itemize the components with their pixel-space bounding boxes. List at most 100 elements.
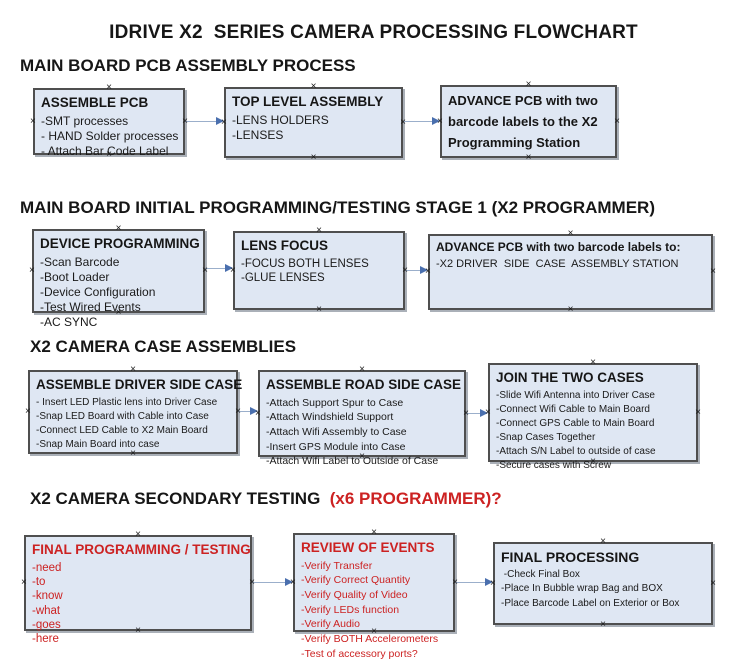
arrowhead-icon	[216, 117, 224, 125]
box-title: ASSEMBLE ROAD SIDE CASE	[266, 377, 462, 392]
anchor-x-icon	[600, 620, 606, 630]
box-title: ASSEMBLE PCB	[41, 95, 149, 110]
box-items: -Check Final Box -Place In Bubble wrap Ba…	[501, 568, 705, 611]
box-item: -SMT processes	[41, 113, 129, 128]
anchor-x-icon	[600, 537, 606, 547]
section-heading-text: MAIN BOARD INITIAL PROGRAMMING/TESTING S…	[20, 198, 655, 217]
box-item: -FOCUS BOTH LENSES	[241, 257, 369, 270]
box-item: -Verify Correct Quantity	[301, 574, 411, 587]
box-title: FINAL PROGRAMMING / TESTING	[32, 542, 251, 557]
connector-arrow	[466, 409, 488, 418]
flow-box-top-level-assembly[interactable]: TOP LEVEL ASSEMBLY -LENS HOLDERS-LENSES	[224, 87, 403, 158]
anchor-x-icon	[311, 153, 317, 163]
box-item: -know	[32, 590, 63, 603]
connector-arrow	[455, 578, 493, 587]
box-items: -need-to-know-what-goes-here	[32, 561, 244, 647]
box-item: -Insert GPS Module into Case	[266, 440, 406, 453]
box-item: -Test Wired Events	[40, 299, 141, 314]
anchor-x-icon	[21, 578, 27, 588]
flow-box-lens-focus[interactable]: LENS FOCUS -FOCUS BOTH LENSES-GLUE LENSE…	[233, 231, 405, 310]
box-item: -goes	[32, 619, 61, 632]
anchor-x-icon	[526, 80, 532, 90]
anchor-x-icon	[106, 83, 112, 93]
box-item: -Connect LED Cable to X2 Main Board	[36, 424, 208, 436]
box-items: - Insert LED Plastic lens into Driver Ca…	[36, 396, 230, 453]
box-item: -Verify Quality of Video	[301, 588, 408, 601]
box-item: -Test of accessory ports?	[301, 647, 418, 660]
flow-box-assemble-road-side-case[interactable]: ASSEMBLE ROAD SIDE CASE -Attach Support …	[258, 370, 466, 467]
box-item: -Boot Loader	[40, 269, 110, 284]
anchor-x-icon	[359, 365, 365, 375]
flow-box-final-processing[interactable]: FINAL PROCESSING -Check Final Box -Place …	[493, 542, 713, 625]
box-items: -Attach Support Spur to Case -Attach Wind…	[266, 396, 458, 469]
section-heading-initial-programming: MAIN BOARD INITIAL PROGRAMMING/TESTING S…	[20, 198, 655, 218]
box-item: -Scan Barcode	[40, 254, 120, 269]
box-item: -Attach Wifi Label to Outside of Case	[266, 455, 439, 468]
box-item: -Attach Support Spur to Case	[266, 396, 404, 409]
anchor-x-icon	[25, 407, 31, 417]
anchor-x-icon	[710, 267, 716, 277]
box-items: -LENS HOLDERS-LENSES	[232, 113, 395, 143]
arrowhead-icon	[480, 409, 488, 417]
flow-box-review-of-events[interactable]: REVIEW OF EVENTS -Verify Transfer-Verify…	[293, 533, 455, 660]
box-item: -Place Barcode Label on Exterior or Box	[501, 597, 680, 609]
box-item: -Device Configuration	[40, 284, 156, 299]
box-item: -Secure cases with Screw	[496, 460, 612, 472]
section-heading-case-assemblies: X2 CAMERA CASE ASSEMBLIES	[30, 337, 296, 357]
anchor-x-icon	[371, 528, 377, 538]
arrowhead-icon	[285, 578, 293, 586]
arrowhead-icon	[250, 407, 258, 415]
box-item: -what	[32, 604, 61, 617]
box-item: -need	[32, 561, 62, 574]
flow-box-assemble-pcb[interactable]: ASSEMBLE PCB -SMT processes- HAND Solder…	[30, 88, 185, 158]
box-item: -AC SYNC	[40, 314, 98, 329]
box-item: -Snap LED Board with Cable into Case	[36, 410, 209, 422]
connector-arrow	[185, 117, 224, 126]
anchor-x-icon	[135, 530, 141, 540]
box-items: -SMT processes- HAND Solder processes- A…	[41, 113, 179, 159]
box-title: FINAL PROCESSING	[501, 549, 640, 565]
anchor-x-icon	[614, 117, 620, 127]
box-title: REVIEW OF EVENTS	[301, 540, 435, 555]
arrowhead-icon	[432, 117, 440, 125]
connector-arrow	[403, 117, 440, 126]
box-item: -Check Final Box	[501, 569, 580, 581]
anchor-x-icon	[590, 358, 596, 368]
box-item: -Connect GPS Cable to Main Board	[496, 417, 655, 429]
anchor-x-icon	[316, 305, 322, 315]
flow-box-join-the-two-cases[interactable]: JOIN THE TWO CASES -Slide Wifi Antenna i…	[488, 363, 698, 471]
connector-arrow	[405, 266, 428, 275]
box-items: -X2 DRIVER SIDE CASE ASSEMBLY STATION	[436, 258, 705, 272]
connector-arrow	[252, 578, 293, 587]
box-title: JOIN THE TWO CASES	[496, 370, 644, 385]
flow-box-device-programming[interactable]: DEVICE PROGRAMMING -Scan Barcode-Boot Lo…	[32, 229, 205, 329]
flow-box-advance-pcb-programming-station[interactable]: ADVANCE PCB with two barcode labels to t…	[440, 85, 617, 158]
anchor-x-icon	[116, 224, 122, 234]
anchor-x-icon	[568, 229, 574, 239]
arrowhead-icon	[420, 266, 428, 274]
box-items: -Scan Barcode-Boot Loader-Device Configu…	[40, 255, 197, 330]
box-item: - HAND Solder processes	[41, 128, 179, 143]
connector-arrow	[205, 264, 233, 273]
flow-box-final-programming-testing[interactable]: FINAL PROGRAMMING / TESTING -need-to-kno…	[21, 535, 252, 645]
box-item: -Place In Bubble wrap Bag and BOX	[501, 583, 663, 595]
box-title: ADVANCE PCB with two barcode labels to t…	[448, 93, 602, 150]
anchor-x-icon	[30, 117, 36, 127]
box-item: -GLUE LENSES	[241, 271, 325, 284]
flow-box-advance-pcb-driver-side-station[interactable]: ADVANCE PCB with two barcode labels to: …	[428, 234, 713, 310]
box-items: -Slide Wifi Antenna into Driver Case-Con…	[496, 389, 690, 474]
flow-box-assemble-driver-side-case[interactable]: ASSEMBLE DRIVER SIDE CASE - Insert LED P…	[25, 370, 242, 454]
box-item: -Attach Wifi Assembly to Case	[266, 425, 407, 438]
box-item: -X2 DRIVER SIDE CASE ASSEMBLY STATION	[436, 257, 679, 270]
page-title: IDRIVE X2 SERIES CAMERA PROCESSING FLOWC…	[109, 22, 638, 43]
box-item: -LENSES	[232, 127, 284, 142]
section-heading-text: MAIN BOARD PCB ASSEMBLY PROCESS	[20, 56, 356, 75]
box-item: - Attach Bar Code Label	[41, 143, 169, 158]
box-item: -Attach Windshield Support	[266, 411, 394, 424]
anchor-x-icon	[311, 82, 317, 92]
box-item: -Connect Wifi Cable to Main Board	[496, 403, 650, 415]
box-item: -Attach S/N Label to outside of case	[496, 446, 656, 458]
anchor-x-icon	[710, 579, 716, 589]
box-title: ADVANCE PCB with two barcode labels to:	[436, 240, 681, 254]
box-item: -Snap Cases Together	[496, 432, 596, 444]
